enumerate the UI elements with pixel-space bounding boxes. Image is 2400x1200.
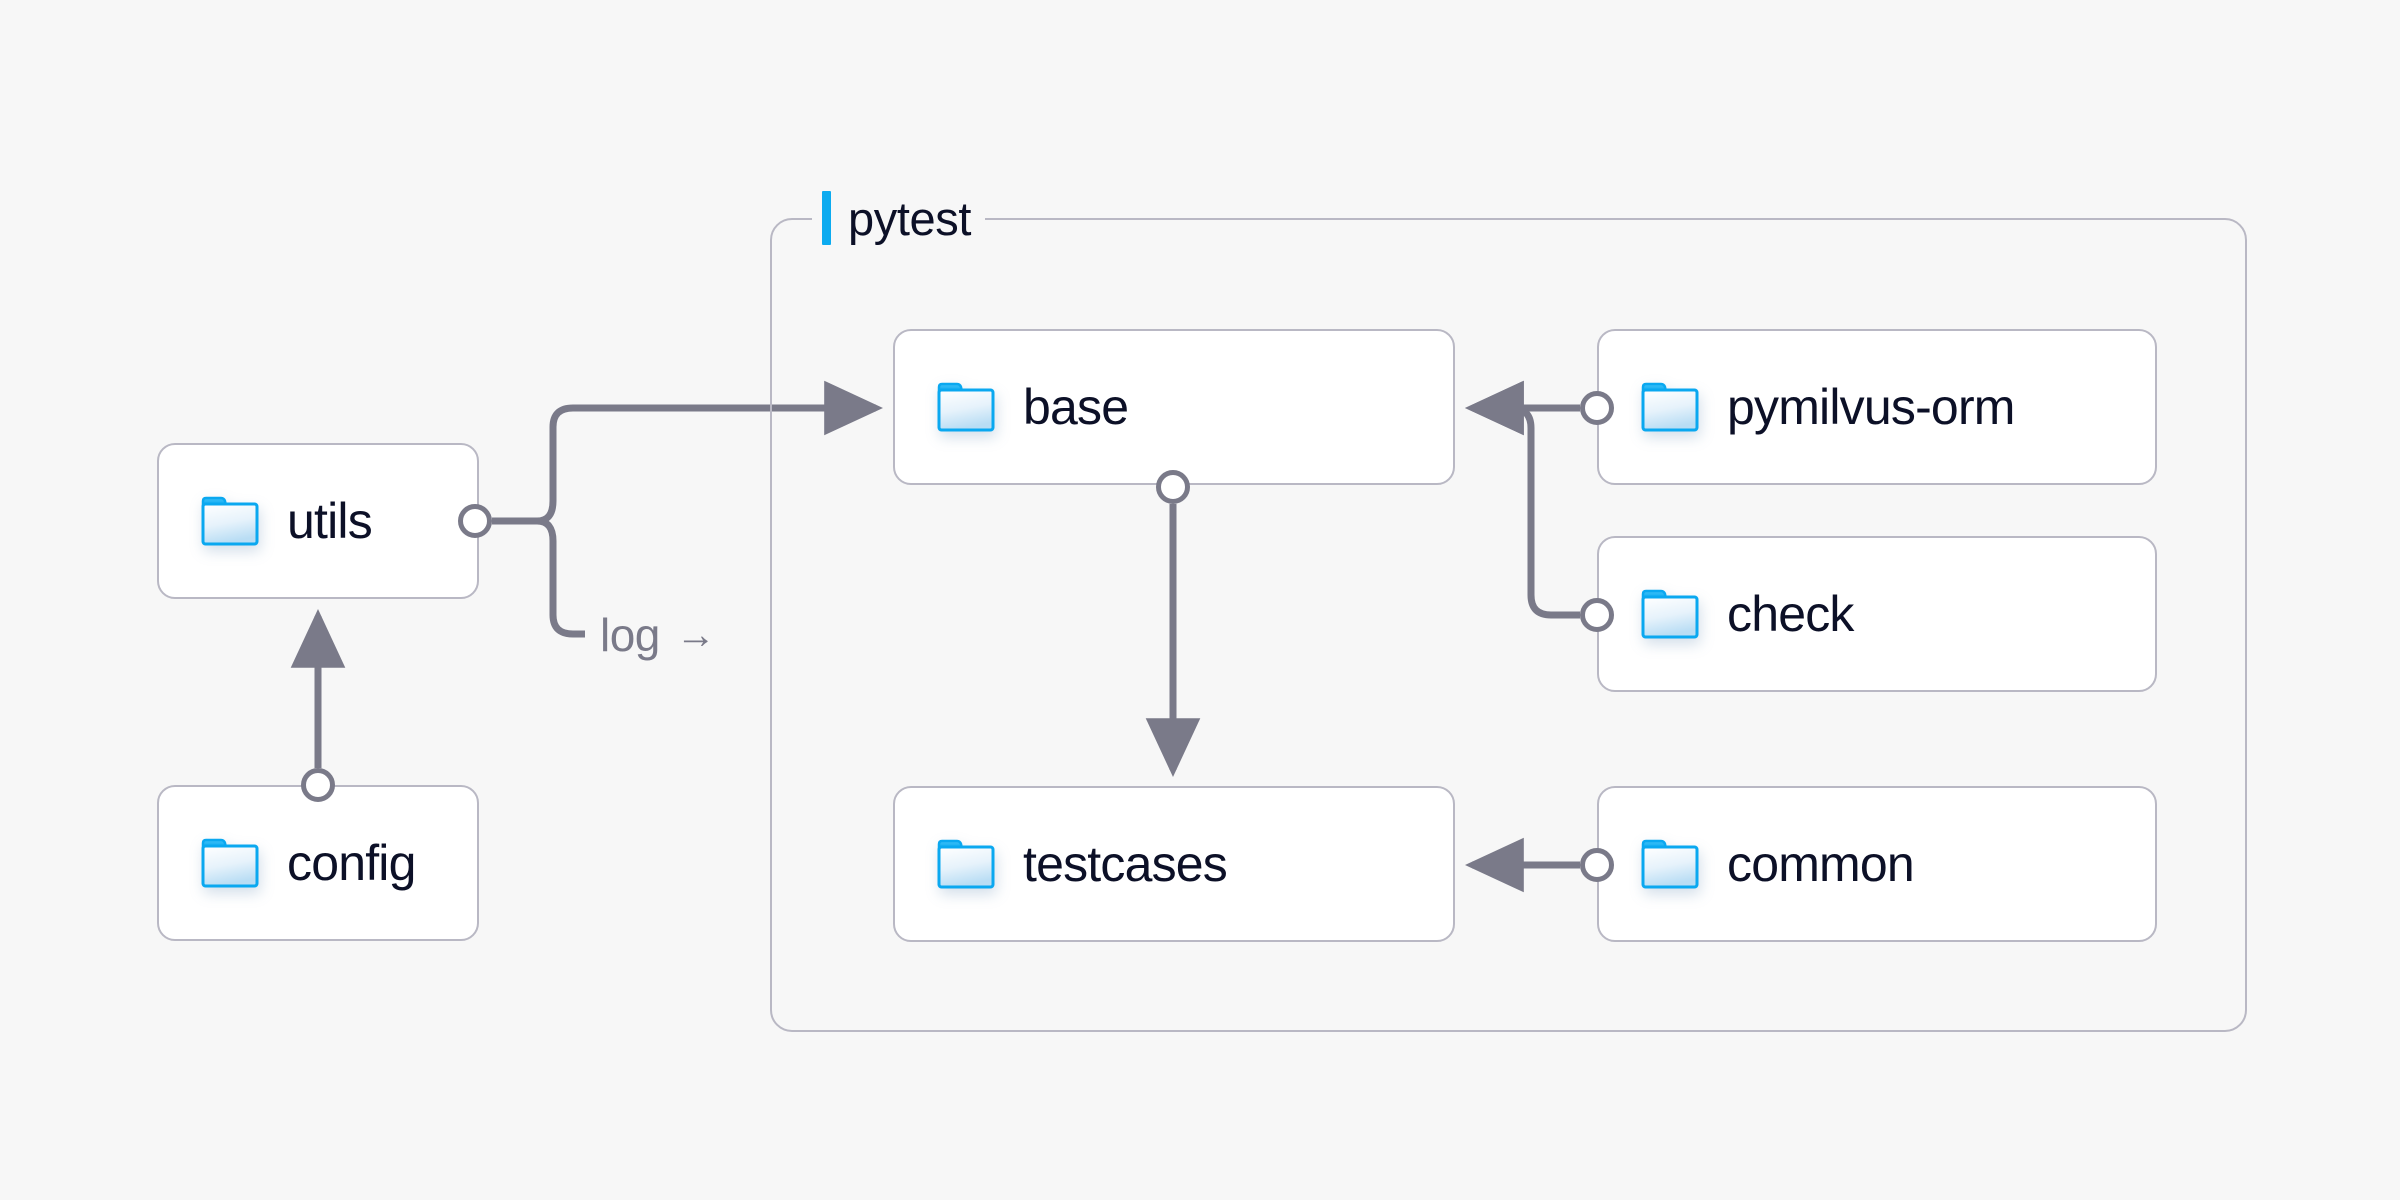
node-label: config	[287, 835, 416, 891]
edge-check-to-base	[1465, 380, 1580, 619]
node-check[interactable]: check	[1597, 536, 2157, 692]
node-label: testcases	[1023, 836, 1228, 892]
group-pytest-container	[770, 218, 2247, 1032]
edge-label-log: log →	[600, 612, 716, 658]
folder-icon	[201, 838, 259, 888]
port-config-top[interactable]	[301, 768, 335, 802]
node-label: utils	[287, 493, 373, 549]
port-utils-right[interactable]	[458, 504, 492, 538]
node-label: check	[1727, 586, 1854, 642]
node-config[interactable]: config	[157, 785, 479, 941]
folder-icon	[1641, 589, 1699, 639]
node-label: pymilvus-orm	[1727, 379, 2015, 435]
node-testcases[interactable]: testcases	[893, 786, 1455, 942]
folder-icon	[937, 382, 995, 432]
folder-icon	[1641, 839, 1699, 889]
group-pytest-label: pytest	[812, 189, 985, 247]
port-check-left[interactable]	[1580, 598, 1614, 632]
arrow-right-icon: →	[675, 613, 716, 657]
port-base-bottom[interactable]	[1156, 470, 1190, 504]
folder-icon	[937, 839, 995, 889]
edge-label-text: log	[600, 609, 660, 661]
port-pymilvus-orm-left[interactable]	[1580, 391, 1614, 425]
edge-utils-to-log	[536, 517, 585, 638]
port-common-left[interactable]	[1580, 848, 1614, 882]
folder-icon	[1641, 382, 1699, 432]
group-accent-bar	[822, 191, 831, 245]
node-pymilvus-orm[interactable]: pymilvus-orm	[1597, 329, 2157, 485]
edge-utils-to-base	[536, 380, 883, 525]
folder-icon	[201, 496, 259, 546]
node-label: base	[1023, 379, 1129, 435]
node-utils[interactable]: utils	[157, 443, 479, 599]
node-base[interactable]: base	[893, 329, 1455, 485]
node-label: common	[1727, 836, 1915, 892]
group-label-text: pytest	[848, 191, 971, 245]
node-common[interactable]: common	[1597, 786, 2157, 942]
